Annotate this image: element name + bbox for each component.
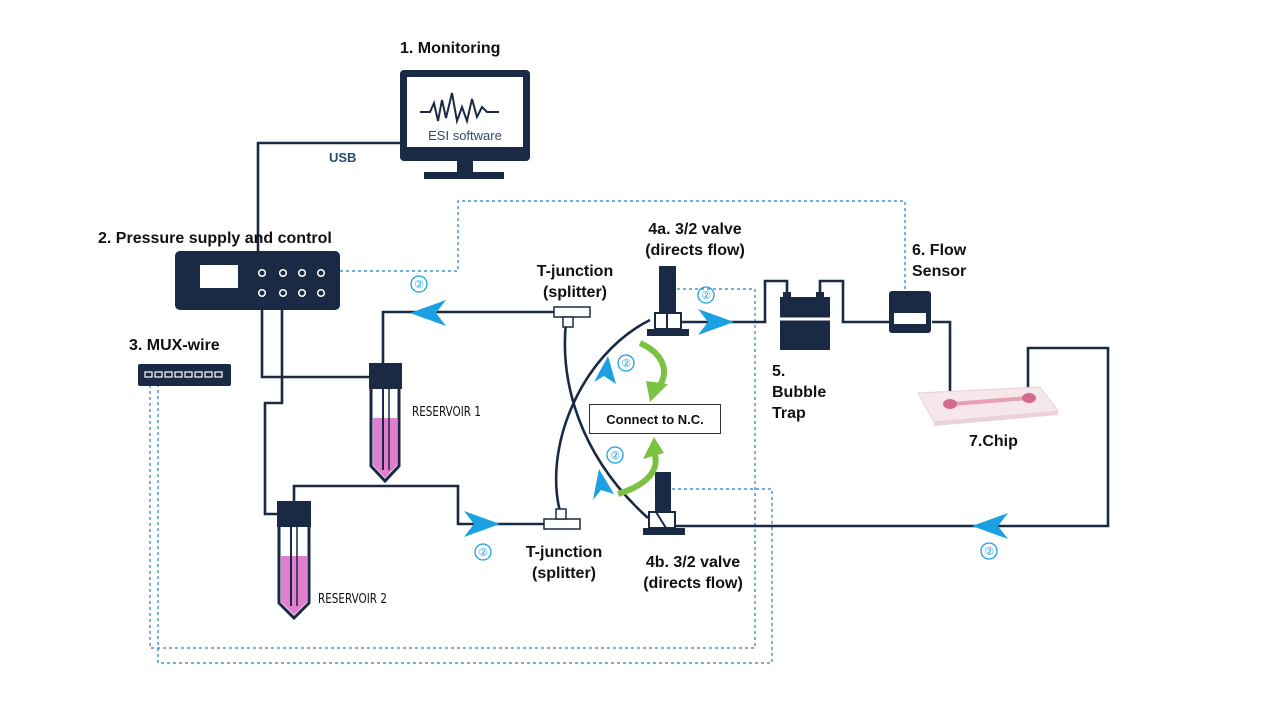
arrow-left-icon [972,513,1008,539]
valve-4a-line2: (directs flow) [645,242,745,259]
mux-wire-device [138,364,231,386]
flow-sensor [889,291,931,333]
reservoir-1 [369,363,402,484]
arrow-right-icon [698,309,734,335]
reservoir-1-label: RESERVOIR 1 [412,405,481,420]
microfluidic-chip [917,386,1059,426]
usb-label: USB [329,150,357,165]
arrow-up-icon [594,356,616,384]
step-markers [410,275,998,561]
mux-label: 3. MUX-wire [129,337,220,354]
flow-sensor-line1: 6. Flow [912,242,967,259]
flow-direction-arrows [410,300,1008,539]
chip-label: 7.Chip [969,433,1018,450]
valve-4a [647,266,689,336]
arrow-up-icon [593,469,614,500]
connect-nc-box: Connect to N.C. [589,404,721,434]
pressure-label: 2. Pressure supply and control [98,230,332,247]
t-junction-bottom-line1: T-junction [525,544,603,561]
t-junction-top [553,306,591,328]
flow-sensor-label: 6. Flow Sensor [912,240,966,282]
arrow-right-icon [464,511,500,537]
t-junction-top-line2: (splitter) [543,284,607,301]
step-marker-4: ② [610,449,620,462]
valve-4a-label: 4a. 3/2 valve (directs flow) [630,219,760,261]
t-junction-top-line1: T-junction [536,263,614,280]
monitoring-label: 1. Monitoring [400,40,501,57]
monitor-device [400,70,530,179]
bubble-trap [780,292,830,350]
valve-4b-label: 4b. 3/2 valve (directs flow) [628,552,758,594]
bubble-trap-line3: Trap [772,405,806,422]
bubble-trap-label: 5. Bubble Trap [772,361,826,424]
green-switch-arrows [617,340,668,497]
bubble-trap-line2: Bubble [772,384,827,401]
flow-sensor-line2: Sensor [912,263,967,280]
valve-4b-line2: (directs flow) [643,575,743,592]
step-marker-5: ② [478,546,488,559]
valve-4b-line1: 4b. 3/2 valve [645,554,741,571]
valve-4a-line1: 4a. 3/2 valve [648,221,742,238]
software-label: ESI software [428,128,502,143]
valve-4b [643,472,685,535]
step-marker-2: ② [701,289,711,302]
bubble-trap-line1: 5. [772,363,786,380]
step-marker-1: ② [414,278,424,291]
dashed-control-wires [149,200,906,664]
step-marker-6: ② [984,545,994,558]
signal-trace-icon [420,92,499,125]
t-junction-bottom-line2: (splitter) [532,565,596,582]
step-marker-3: ② [621,357,631,370]
t-junction-top-label: T-junction (splitter) [520,261,630,303]
pressure-controller [175,251,340,310]
reservoir-2 [277,501,311,621]
reservoir-2-label: RESERVOIR 2 [318,592,387,607]
t-junction-bottom [543,508,581,530]
t-junction-bottom-label: T-junction (splitter) [509,542,619,584]
arrow-left-icon [410,300,446,326]
